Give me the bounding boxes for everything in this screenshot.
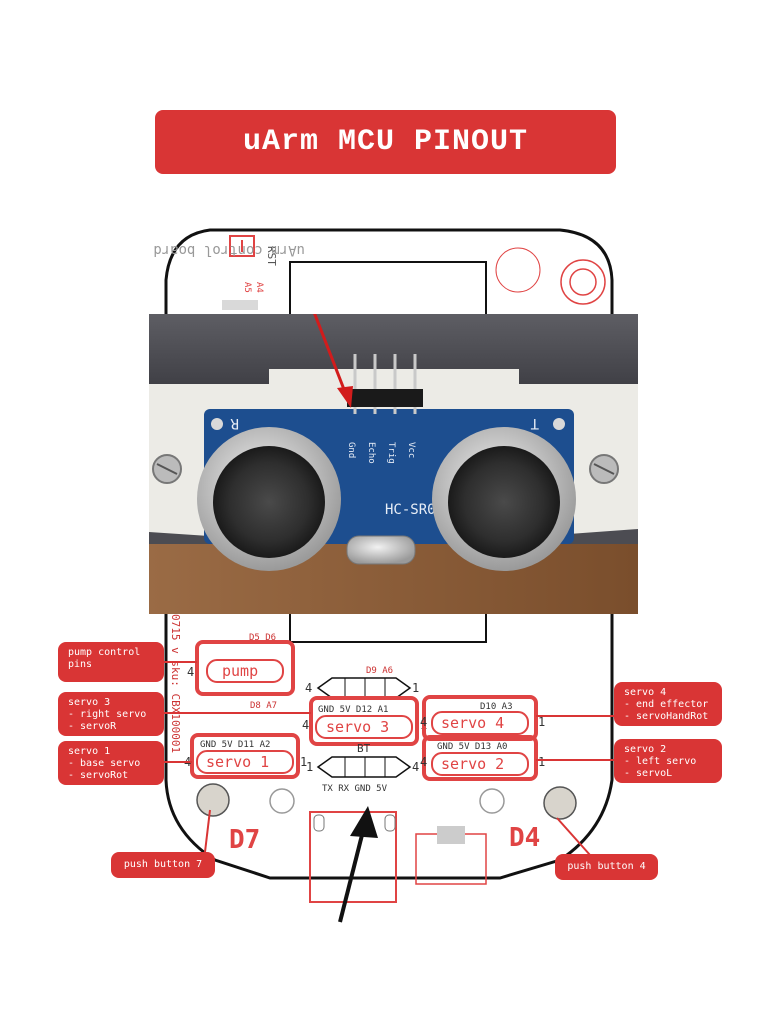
servo2-label: servo 2 [441,755,504,773]
servo2-pin-left: 4 [420,755,427,769]
callout-pump-control: pump control pins [58,642,164,682]
sensor-pin-echo: Echo [366,442,376,464]
bt-label: BT [357,742,371,755]
d9-pin-left: 4 [305,681,312,695]
pump-pin: 4 [187,665,194,679]
pump-label: pump [222,662,258,680]
servo4-pin-right: 1 [538,715,545,729]
servo2-header: GND 5V D13 A0 [437,742,507,752]
servo1-header: GND 5V D11 A2 [200,740,270,750]
servo2-pin-right: 1 [538,755,545,769]
d4-label: D4 [509,823,540,853]
servo3-pin-left: 4 [302,718,309,732]
servo3-connector [309,696,419,746]
sensor-pin-vcc: Vcc [406,442,416,458]
callout-servo3: servo 3 - right servo - servoR [58,692,164,736]
servo3-header: GND 5V D12 A1 [318,705,388,715]
bt-pointer-line [338,834,364,923]
d9-header-label: D9 A6 [366,666,393,676]
servo4-label: servo 4 [441,714,504,732]
usb-port [309,811,397,903]
callout-push-button-4: push button 4 [555,854,658,880]
bt-pin-left: 1 [306,760,313,774]
title-banner: uArm MCU PINOUT [155,110,616,174]
bt-pin-names: TX RX GND 5V [322,784,388,794]
pin-a5-label: A5 [242,282,252,293]
push-button-4 [543,786,577,820]
page-title: uArm MCU PINOUT [242,125,529,159]
gnd-pointer-arrowhead [337,386,353,408]
callout-servo4: servo 4 - end effector - servoHandRot [614,682,722,726]
servo3-label: servo 3 [326,718,389,736]
rst-button [229,235,255,257]
rst-label: RST [265,246,278,266]
callout-push-button-7: push button 7 [111,852,215,878]
servo4-header: D10 A3 [480,702,513,712]
servo1-connector [190,733,300,779]
pump-connector [195,640,295,696]
sensor-mark-r: R [230,415,239,431]
gnd-pointer-line [313,314,347,393]
callout-leaders [163,661,614,856]
bt-header-pins [316,756,412,778]
servo2-connector [422,735,538,781]
d8-header-label: D8 A7 [250,701,277,711]
bt-pin-right: 4 [412,760,419,774]
servo4-pin-left: 4 [420,715,427,729]
pin-a4-label: A4 [254,282,264,293]
mount-hole [560,259,606,305]
pin-d5-d6-label: D5 D6 [249,633,276,643]
d7-label: D7 [229,825,260,855]
callout-servo2: servo 2 - left servo - servoL [614,739,722,783]
sensor-photo: R T Gnd Echo Trig Vcc HC-SR04 [149,314,638,614]
servo1-label: servo 1 [206,753,269,771]
push-button-7 [196,783,230,817]
sensor-model-label: HC-SR04 [385,502,444,518]
d9-pin-right: 1 [412,681,419,695]
callout-servo1: servo 1 - base servo - servoRot [58,741,164,785]
board-label: uArm control board [153,242,305,258]
sensor-pin-trig: Trig [386,442,396,464]
board-side-text: 0715 v sku: CBX100001 [169,614,182,753]
bt-pointer-arrowhead [350,806,378,838]
sensor-pin-gnd: Gnd [346,442,356,458]
sensor-mark-t: T [530,415,539,431]
servo1-pin-right: 1 [300,755,307,769]
sensor-crystal [346,535,416,565]
